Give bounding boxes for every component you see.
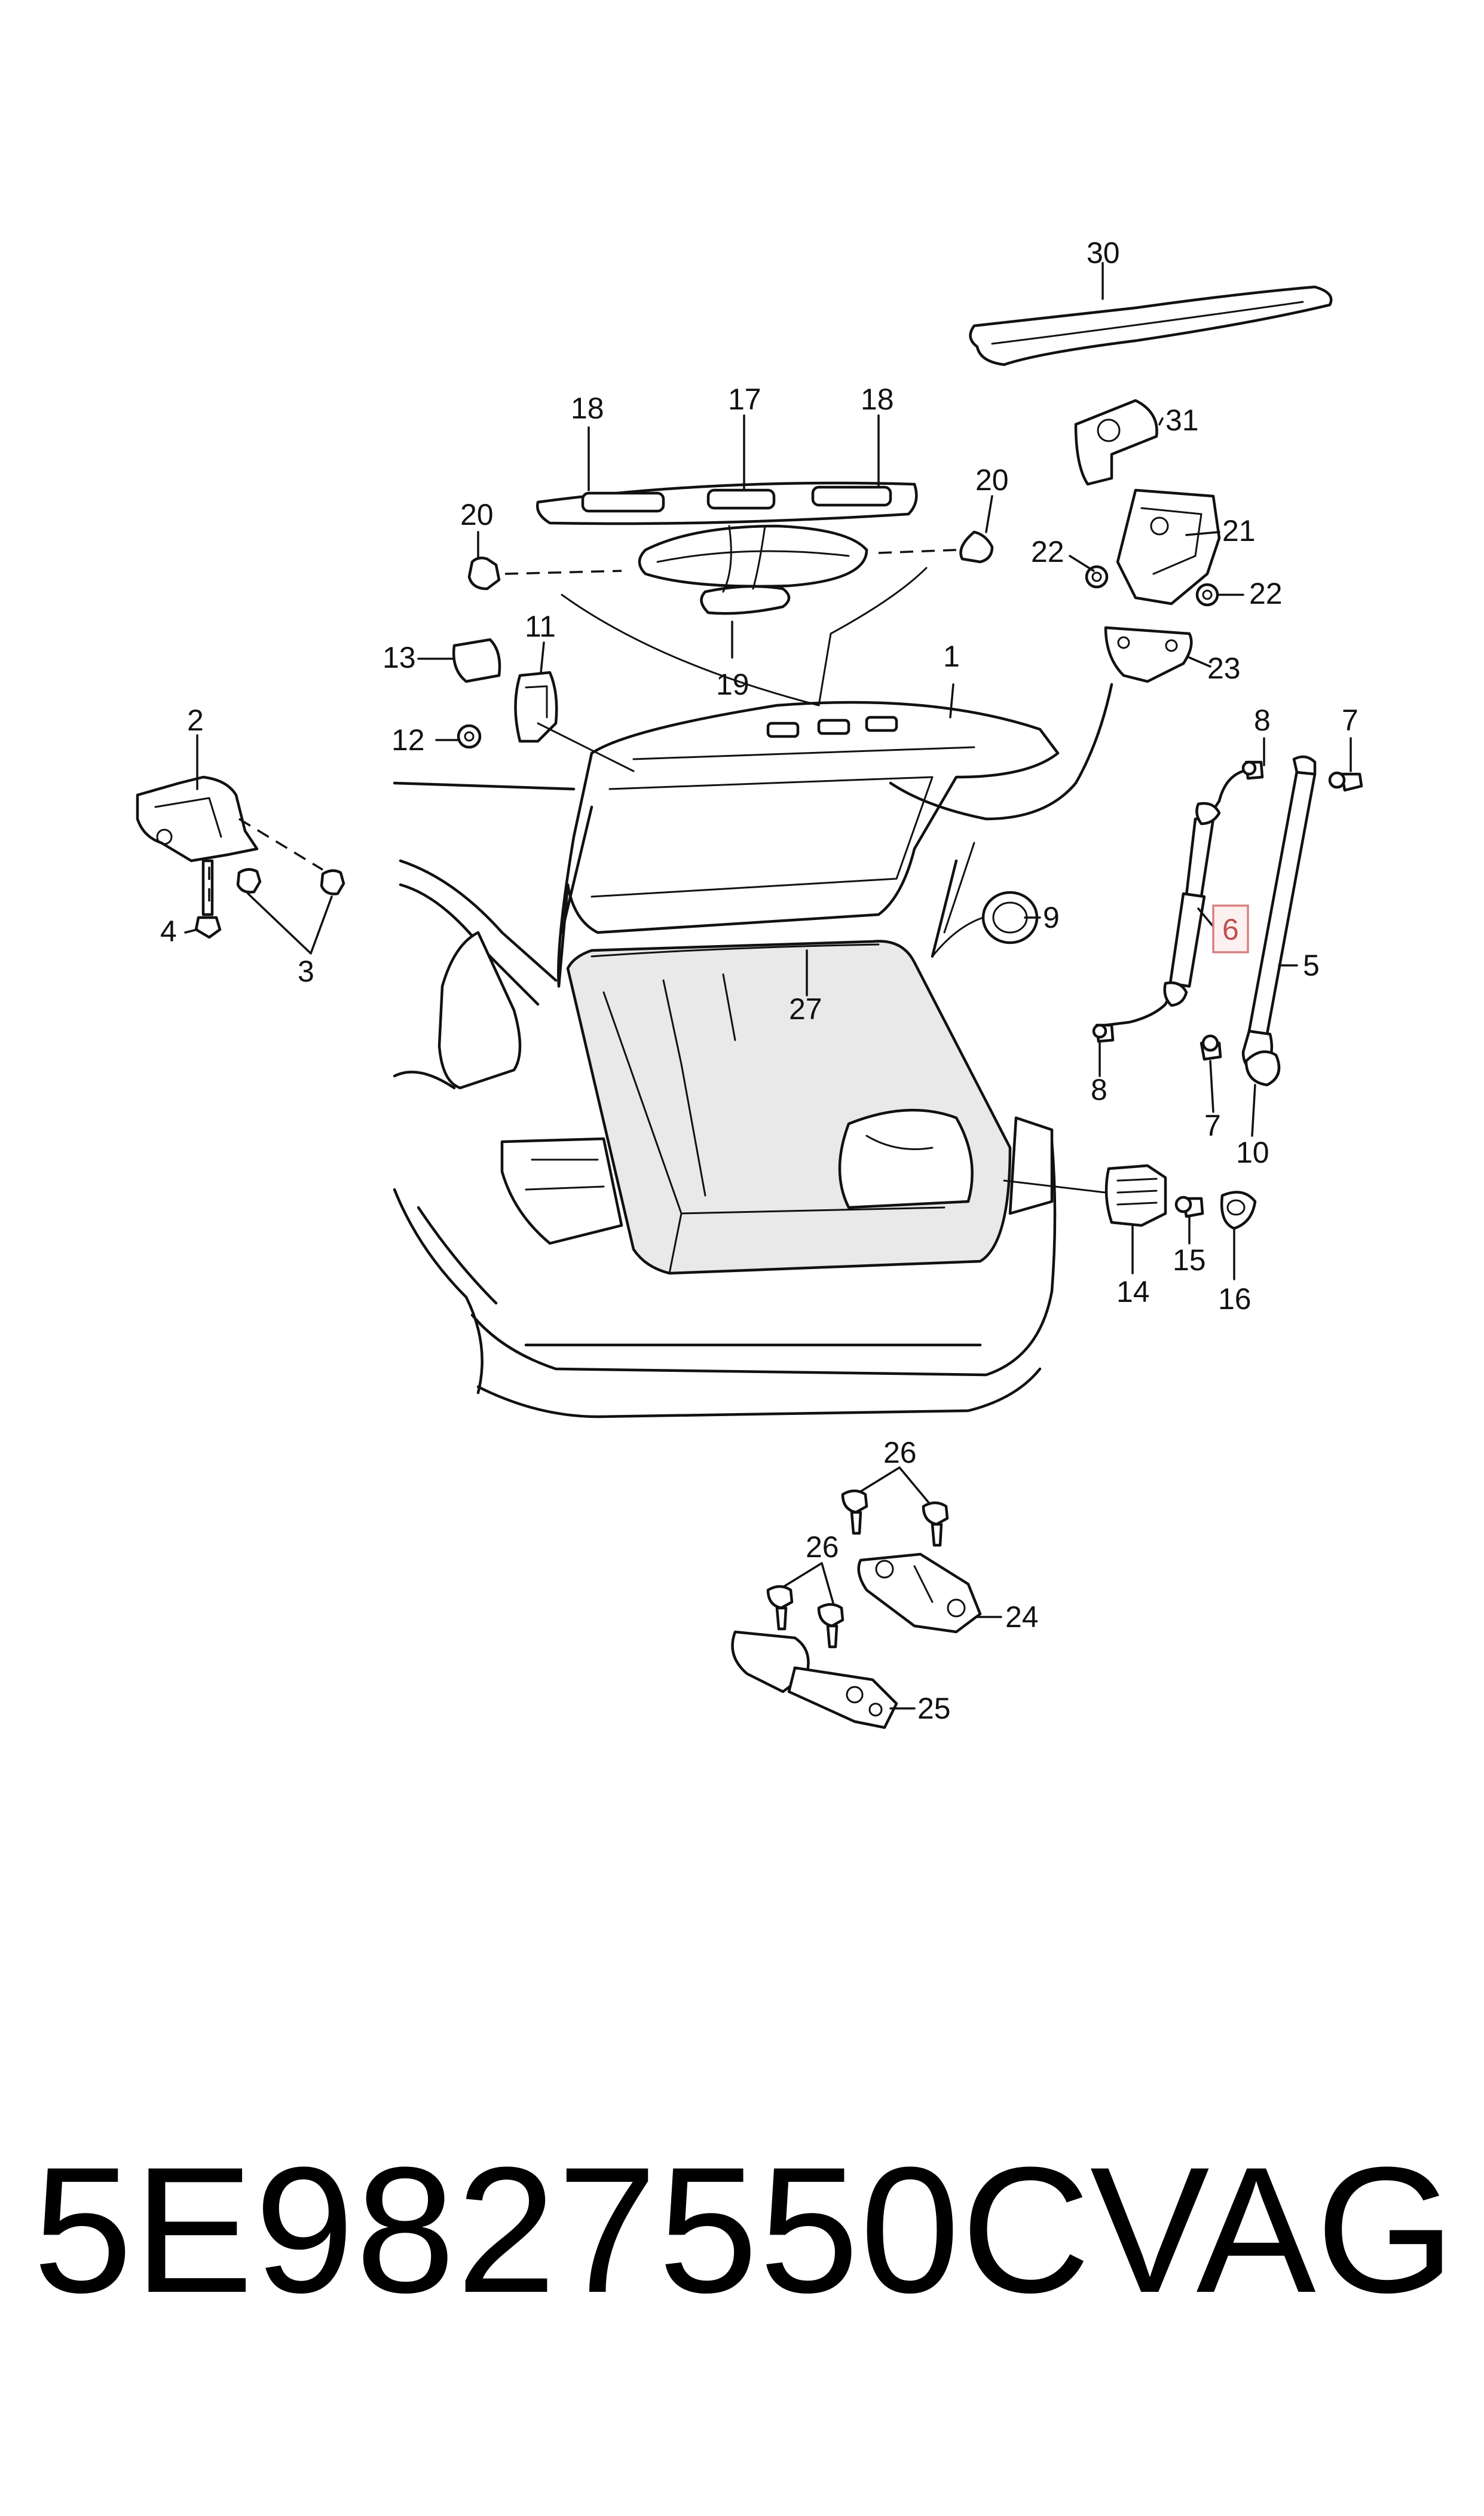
callout-17: 17 (728, 383, 761, 416)
callout-30: 30 (1087, 236, 1120, 270)
lock-plate (787, 1666, 898, 1729)
callout-labels: 30 18 17 18 20 20 31 21 22 22 23 1 19 2 … (160, 236, 1358, 1725)
lock-actuator (731, 1630, 810, 1693)
callout-8-top: 8 (1254, 704, 1271, 737)
rubber-cap (452, 638, 501, 683)
callout-11: 11 (525, 610, 556, 643)
callout-22-left: 22 (1031, 535, 1064, 568)
callout-6-highlight (1212, 904, 1249, 953)
callout-1: 1 (943, 640, 960, 673)
lower-lock-group (731, 1489, 982, 1729)
tailgate-hinge (136, 775, 259, 863)
callout-26-upper: 26 (883, 1436, 917, 1469)
callout-15: 15 (1173, 1243, 1206, 1277)
hinge-assembly (136, 638, 635, 939)
part-number: 5E9827550C (33, 2129, 1092, 2330)
tailgate-handle (700, 585, 791, 615)
callout-16: 16 (1218, 1282, 1252, 1316)
callout-24: 24 (1005, 1600, 1039, 1634)
callout-3: 3 (298, 955, 314, 988)
trim-light-left (581, 491, 665, 513)
hinge-bolt (236, 868, 262, 894)
nut-left (1085, 565, 1109, 589)
callout-27: 27 (789, 992, 822, 1026)
tailgate-slot (766, 722, 800, 738)
callout-6: 6 (1222, 913, 1239, 946)
bolt-26-b (922, 1501, 949, 1526)
callout-26-lower: 26 (806, 1530, 839, 1564)
rubber-buffer (1104, 1164, 1167, 1227)
rear-spoiler (969, 285, 1333, 366)
trim-strip-assembly (467, 481, 994, 707)
callout-2: 2 (187, 704, 204, 737)
callout-14: 14 (1116, 1275, 1150, 1309)
callout-22-right: 22 (1249, 577, 1283, 610)
spoiler-bracket (1074, 399, 1158, 486)
rubber-buffer-group (1003, 1164, 1257, 1230)
bolt-26-c (766, 1585, 794, 1610)
callout-23: 23 (1207, 652, 1241, 685)
gas-strut-6 (1185, 817, 1215, 898)
mount-screw (457, 724, 482, 749)
callout-21: 21 (1222, 514, 1256, 548)
buffer-stop (1220, 1191, 1257, 1230)
exploded-view-drawing: 30 18 17 18 20 20 31 21 22 22 23 1 19 2 … (136, 236, 1363, 1729)
manufacturer-name: VAG (1090, 2129, 1455, 2330)
clip-left (467, 557, 501, 591)
callout-18-left: 18 (571, 392, 604, 425)
tailgate-slot (817, 719, 850, 735)
leader-lines (184, 262, 1352, 1710)
callout-25: 25 (917, 1692, 951, 1725)
car-body (393, 781, 1057, 1419)
callout-31: 31 (1165, 403, 1199, 437)
callout-9: 9 (1043, 901, 1060, 934)
hinge-bolt (320, 869, 345, 895)
callout-7-top: 7 (1342, 704, 1358, 737)
striker-cover (514, 671, 558, 743)
clip-right (959, 530, 994, 564)
callout-8-bottom: 8 (1091, 1073, 1107, 1106)
gas-strut-5 (1247, 769, 1317, 1036)
callout-13: 13 (383, 641, 416, 674)
trim-switch (706, 488, 776, 510)
tailgate (557, 701, 1060, 988)
nut-right (1195, 583, 1219, 607)
callout-20-right: 20 (975, 463, 1009, 497)
trim-light-right (811, 485, 892, 507)
callout-12: 12 (391, 723, 425, 757)
callout-19: 19 (716, 668, 749, 701)
tailgate-slot (865, 716, 898, 732)
tailgate-lock (1116, 488, 1221, 606)
grommet (1244, 1050, 1281, 1087)
callout-7-bottom: 7 (1204, 1109, 1221, 1142)
gas-struts (931, 755, 1363, 1087)
part-caption: 5E9827550C VAG (33, 2128, 1455, 2379)
callout-10: 10 (1236, 1136, 1269, 1169)
hinge-stud (201, 859, 214, 916)
bolt-26-a (841, 1489, 868, 1514)
spoiler-and-lock (889, 285, 1333, 821)
callout-4: 4 (160, 915, 177, 948)
lock-striker (1104, 626, 1193, 683)
callout-5: 5 (1303, 949, 1320, 982)
hinge-nut (194, 916, 222, 939)
callout-18-right: 18 (861, 383, 894, 416)
bolt-26-d (817, 1603, 844, 1628)
callout-20-left: 20 (460, 498, 494, 531)
